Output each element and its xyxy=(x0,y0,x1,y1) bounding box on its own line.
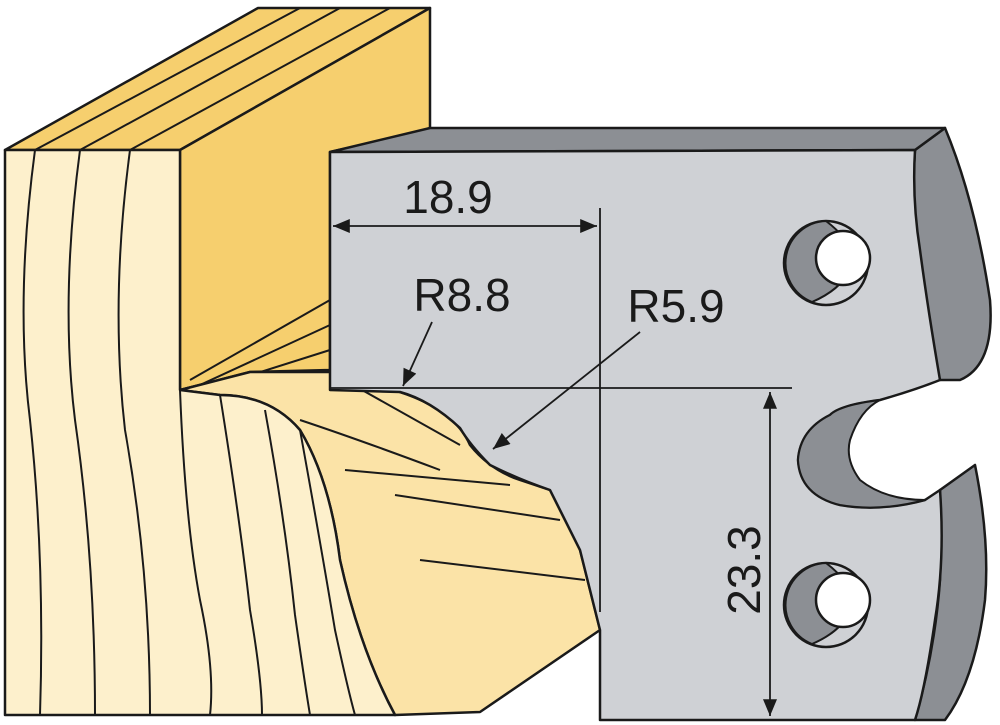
knife-notch xyxy=(797,399,926,509)
wood-front-face xyxy=(3,148,397,717)
label-height-right: 23.3 xyxy=(718,525,770,615)
dimension-labels: 18.9 R8.8 R5.9 23.3 xyxy=(403,171,770,615)
label-width-top: 18.9 xyxy=(403,171,493,223)
wood-end-grain xyxy=(22,149,356,716)
dimension-lines xyxy=(330,208,792,716)
wood-top-grain xyxy=(34,7,391,151)
label-radius-lower: R5.9 xyxy=(627,280,724,332)
knife-top-bevel xyxy=(328,126,947,154)
leader-radius-lower xyxy=(492,331,641,450)
profile-knife xyxy=(328,126,992,722)
wood-workpiece xyxy=(3,6,602,717)
label-radius-upper: R8.8 xyxy=(413,269,510,321)
mounting-hole-lower xyxy=(782,561,872,649)
leader-radius-upper xyxy=(402,321,433,387)
mounting-hole-upper xyxy=(782,219,872,307)
